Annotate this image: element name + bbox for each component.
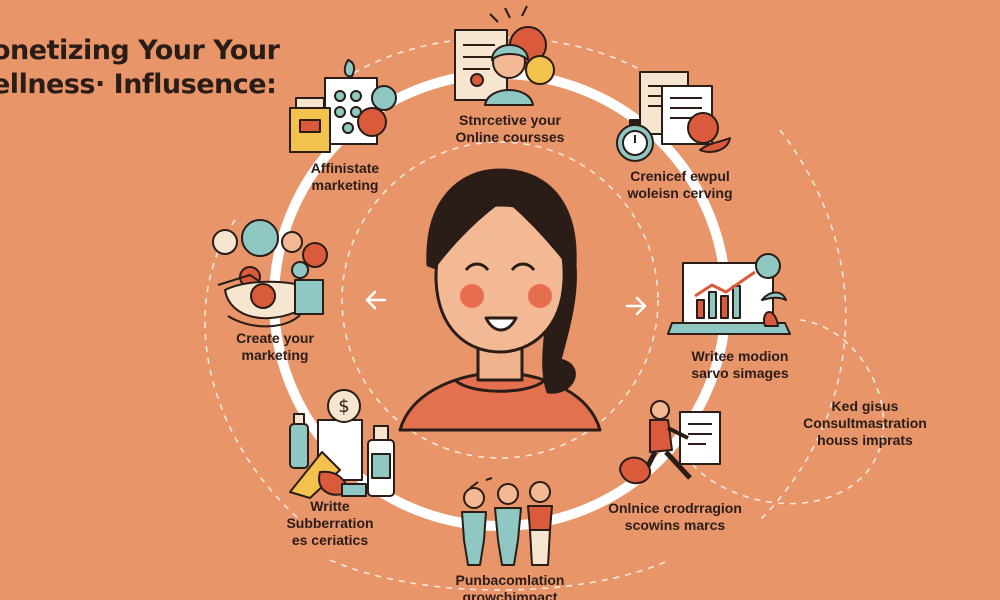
left-cheek	[460, 284, 484, 308]
products-bottles-icon: $	[289, 389, 395, 499]
label-subscription-line-1: Writte	[310, 498, 350, 514]
label-consultation-line-1: Ked gisus	[831, 398, 899, 414]
label-wellness-serving-line-2: woleisn cerving	[627, 185, 733, 201]
label-online-courses: Stnrcetive your Online coursses	[440, 112, 580, 146]
inner-dashed-circle	[341, 141, 659, 459]
label-wellness-serving-line-1: Crenicef ewpul	[630, 168, 730, 184]
label-affiliate-line-2: marketing	[311, 177, 379, 193]
label-write-motion-line-1: Writee modion	[691, 348, 789, 364]
label-create-marketing-line-2: marketing	[241, 347, 309, 363]
laptop-chart-icon	[667, 253, 791, 335]
label-subscription-line-3: es ceriatics	[291, 532, 369, 548]
person-icon	[398, 168, 602, 432]
food-bowl-icon	[212, 219, 328, 328]
title: onetizing Your Your ellness· Influsence:	[0, 34, 280, 102]
label-subscription: Writte Subberration es ceriatics	[270, 498, 390, 549]
label-consultation: Ked gisus Consultmastration houss imprat…	[785, 398, 945, 449]
people-group-icon	[461, 477, 553, 566]
label-write-motion-line-2: sarvo simages	[691, 365, 789, 381]
label-growth-impact-line-1: Punbacomlation	[455, 572, 565, 588]
label-create-marketing-line-1: Create your	[236, 330, 314, 346]
label-consultation-line-3: houss imprats	[817, 432, 913, 448]
arrow-right-icon	[625, 296, 647, 316]
label-growth-impact-line-2: growchimpact	[462, 589, 558, 600]
arrow-left-icon	[365, 290, 387, 310]
label-write-motion: Writee modion sarvo simages	[670, 348, 810, 382]
label-online-courses-line-2: Online coursses	[455, 129, 565, 145]
dashed-paths	[204, 36, 885, 591]
label-online-courses-line-1: Stnrcetive your	[459, 112, 561, 128]
label-subscription-line-2: Subberration	[286, 515, 374, 531]
label-wellness-serving: Crenicef ewpul woleisn cerving	[605, 168, 755, 202]
title-line-2: ellness· Influsence:	[0, 69, 277, 100]
title-line-1: onetizing Your Your	[0, 35, 280, 66]
label-online-product-line-2: scowins marcs	[624, 517, 726, 533]
label-affiliate-line-1: Affinistate	[310, 160, 380, 176]
label-growth-impact: Punbacomlation growchimpact	[435, 572, 585, 600]
right-cheek	[528, 284, 552, 308]
label-consultation-line-2: Consultmastration	[803, 415, 927, 431]
label-online-product-line-1: Onlnice crodrragion	[608, 500, 742, 516]
stopwatch-icon	[616, 71, 731, 162]
label-affiliate: Affinistate marketing	[285, 160, 405, 194]
label-online-product: Onlnice crodrragion scowins marcs	[590, 500, 760, 534]
running-woman-icon	[619, 400, 721, 485]
svg-text:$: $	[338, 396, 349, 417]
checklist-icon	[454, 5, 555, 106]
shop-box-icon	[289, 59, 397, 153]
label-create-marketing: Create your marketing	[215, 330, 335, 364]
